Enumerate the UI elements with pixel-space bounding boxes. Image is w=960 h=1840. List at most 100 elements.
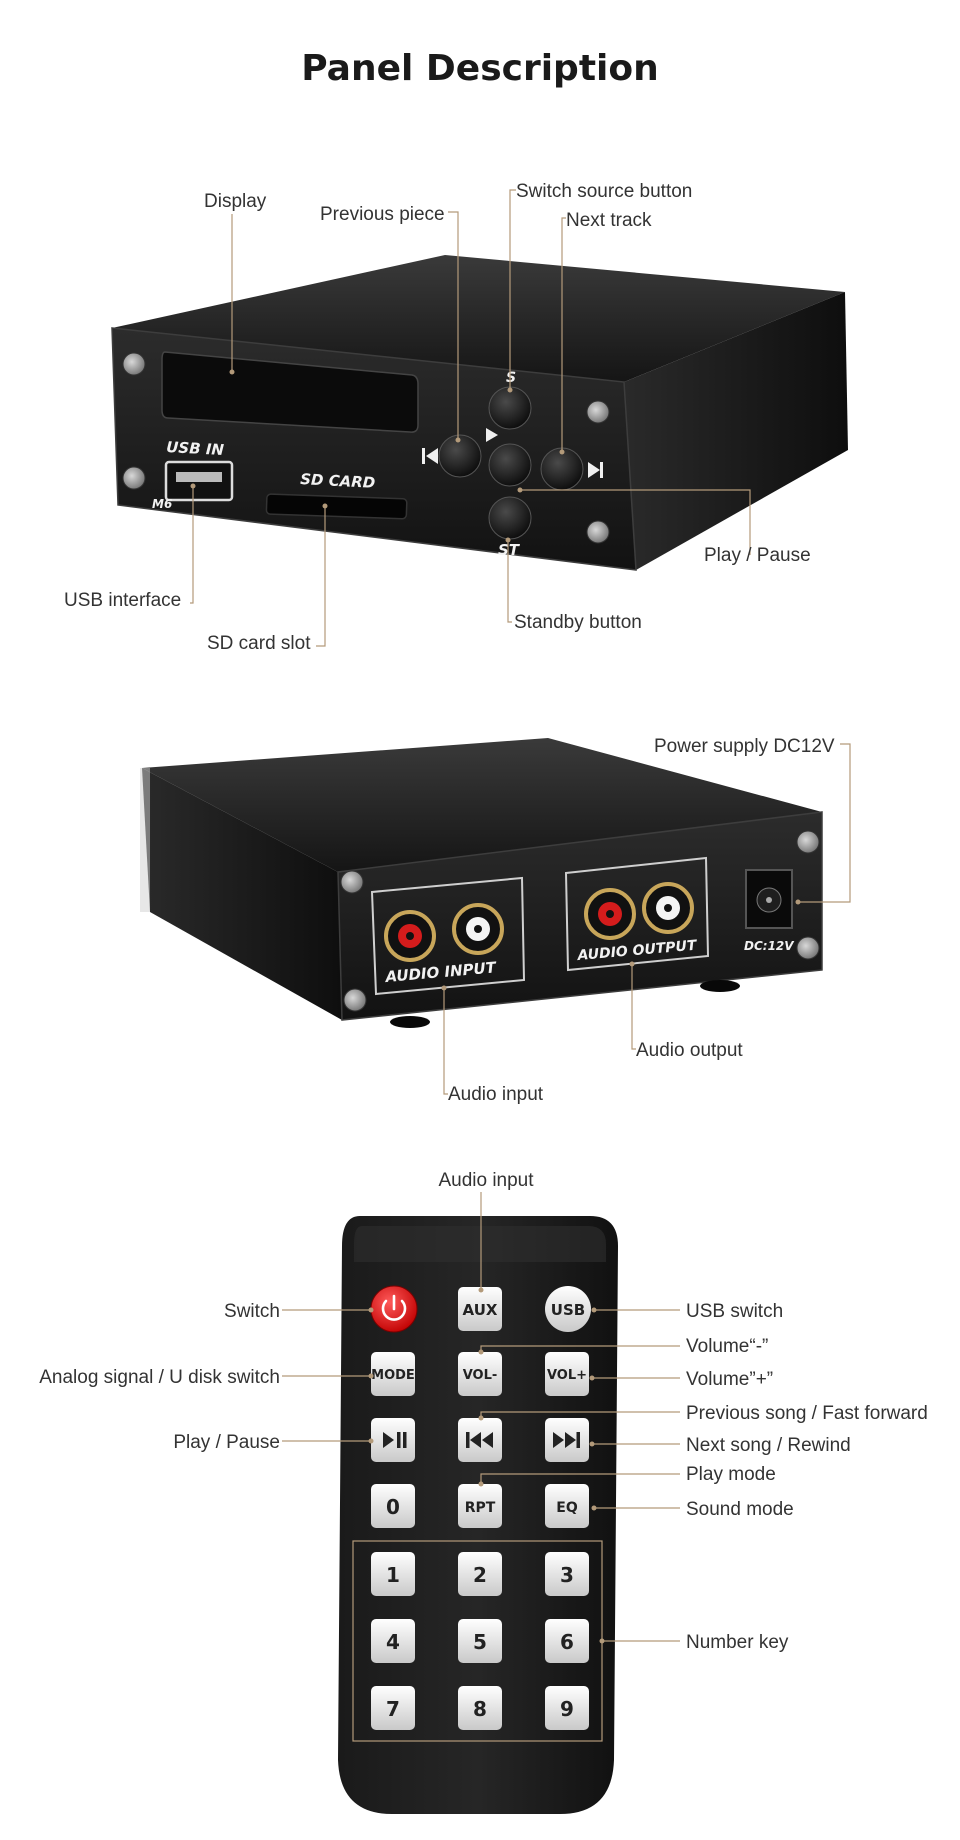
key-8: [458, 1686, 502, 1730]
screw: [796, 936, 820, 960]
vol-minus-key: [458, 1352, 502, 1396]
key-3: [545, 1552, 589, 1596]
dc-print: DC:12V: [744, 939, 795, 953]
front-panel-leaders: [190, 189, 751, 647]
key-1-label: 1: [386, 1563, 400, 1587]
eq-key-label: EQ: [556, 1500, 578, 1516]
key-5-label: 5: [473, 1630, 487, 1654]
screw: [796, 830, 820, 854]
label-remote-audio-input: Audio input: [438, 1170, 534, 1191]
source-button: [488, 386, 532, 430]
vol-minus-key-label: VOL-: [463, 1368, 498, 1383]
aux-key-label: AUX: [463, 1301, 498, 1319]
label-switch-source: Switch source button: [516, 181, 692, 202]
label-switch: Switch: [224, 1301, 280, 1322]
label-number-key: Number key: [686, 1632, 789, 1653]
label-sd-card-slot: SD card slot: [207, 633, 311, 654]
next-song-icon: [553, 1432, 580, 1448]
key-0-label: 0: [386, 1495, 400, 1519]
screw: [122, 466, 146, 490]
front-device-top: [112, 255, 845, 382]
page-title: Panel Description: [301, 48, 659, 89]
previous-song-icon: [466, 1432, 493, 1448]
usb-key-label: USB: [551, 1301, 585, 1319]
label-standby: Standby button: [514, 612, 642, 633]
screw: [586, 520, 610, 544]
mode-key-label: MODE: [371, 1368, 415, 1383]
key-2-label: 2: [473, 1563, 487, 1587]
audio-output-frame: [564, 856, 710, 972]
screw: [586, 400, 610, 424]
label-rear-audio-input: Audio input: [448, 1084, 544, 1105]
key-7: [371, 1686, 415, 1730]
key-6-label: 6: [560, 1630, 574, 1654]
vol-plus-key: [545, 1352, 589, 1396]
label-previous-piece: Previous piece: [320, 204, 445, 225]
key-6: [545, 1619, 589, 1663]
key-9-label: 9: [560, 1697, 574, 1721]
next-icon: [588, 462, 603, 478]
rca-input-right-hole: [474, 925, 482, 933]
aux-key: [458, 1287, 502, 1331]
audio-input-frame: [370, 876, 526, 996]
rear-device-side: [142, 768, 342, 1020]
key-7-label: 7: [386, 1697, 400, 1721]
key-5: [458, 1619, 502, 1663]
label-usb-interface: USB interface: [64, 590, 181, 611]
key-4: [371, 1619, 415, 1663]
key-2: [458, 1552, 502, 1596]
rear-panel-device: AUDIO INPUT AUDIO OUTPUT DC:12V: [140, 738, 823, 1028]
rubber-foot: [390, 1016, 430, 1028]
key-0: [371, 1484, 415, 1528]
label-play-pause: Play / Pause: [704, 545, 811, 566]
front-panel-device: USB IN M6 SD CARD S ST: [111, 255, 848, 571]
label-remote-play-pause: Play / Pause: [173, 1432, 280, 1453]
rca-output-right-hole: [664, 904, 672, 912]
key-1: [371, 1552, 415, 1596]
label-usb-switch: USB switch: [686, 1301, 783, 1322]
rear-device-top: [142, 738, 822, 872]
rpt-key-label: RPT: [465, 1500, 496, 1516]
sd-card-slot: [265, 493, 408, 520]
label-next-song: Next song / Rewind: [686, 1435, 851, 1456]
rear-device-face: [337, 811, 823, 1021]
front-device-side: [624, 292, 848, 570]
usb-port-tongue: [176, 472, 222, 482]
key-3-label: 3: [560, 1563, 574, 1587]
screw: [343, 988, 367, 1012]
remote-leaders: [282, 1192, 680, 1644]
display-window: [161, 351, 419, 433]
label-previous-song: Previous song / Fast forward: [686, 1403, 928, 1424]
play-pause-button: [488, 443, 532, 487]
remote-control: AUX USB MODE VOL- VOL+ 0: [338, 1216, 618, 1814]
eq-key: [545, 1484, 589, 1528]
rca-input-left-hole: [406, 932, 414, 940]
usb-key: [545, 1286, 591, 1332]
key-8-label: 8: [473, 1697, 487, 1721]
rear-device-edge: [140, 768, 150, 912]
st-print: ST: [498, 541, 521, 559]
s-print: S: [506, 370, 516, 386]
key-4-label: 4: [386, 1630, 400, 1654]
standby-button: [488, 496, 532, 540]
remote-top-shine: [354, 1226, 606, 1262]
screw: [122, 352, 146, 376]
label-sound-mode: Sound mode: [686, 1499, 794, 1520]
label-analog-udisk: Analog signal / U disk switch: [39, 1367, 280, 1388]
power-icon: [381, 1294, 407, 1321]
key-9: [545, 1686, 589, 1730]
label-play-mode: Play mode: [686, 1464, 776, 1485]
label-volume-plus: Volume”+”: [686, 1369, 773, 1390]
m6-print: M6: [152, 497, 172, 511]
rubber-foot: [700, 980, 740, 992]
label-next-track: Next track: [566, 210, 652, 231]
rca-output-left-hole: [606, 910, 614, 918]
play-arrow-icon: [486, 428, 498, 442]
label-display: Display: [204, 191, 267, 212]
rpt-key: [458, 1484, 502, 1528]
label-power-supply: Power supply DC12V: [654, 736, 835, 757]
previous-icon: [422, 448, 438, 464]
mode-key: [371, 1352, 415, 1396]
vol-plus-key-label: VOL+: [547, 1368, 587, 1383]
rear-panel-leaders: [441, 743, 851, 1095]
